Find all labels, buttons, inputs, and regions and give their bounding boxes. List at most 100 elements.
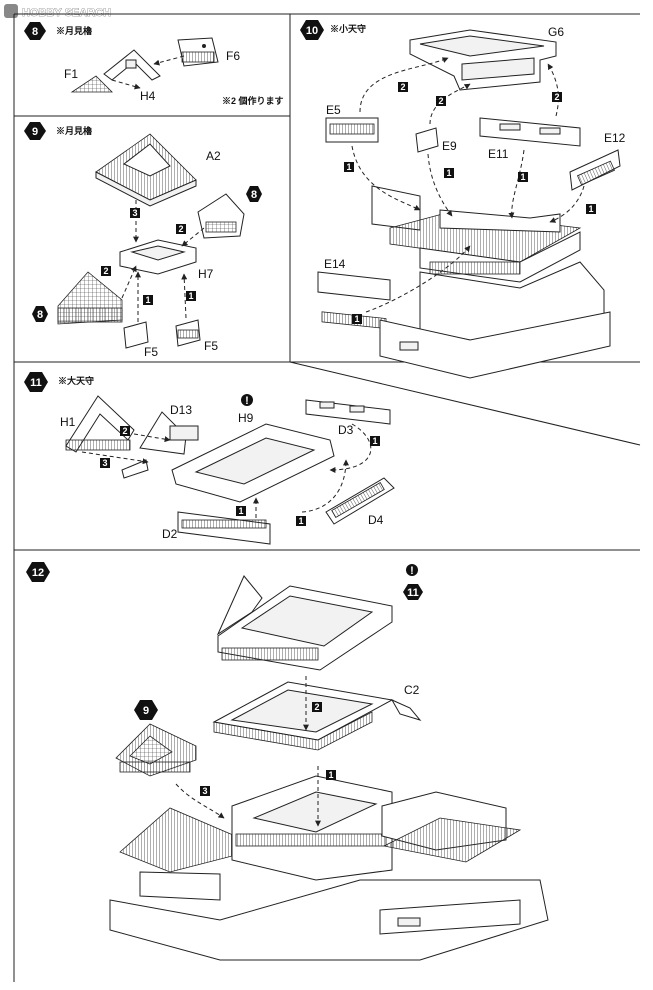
part-h9-frame: ! H9 [171,394,335,503]
svg-text:F1: F1 [64,67,78,81]
step-10-panel: 10 ※小天守 G6 E5 E9 E11 E12 [300,20,626,379]
upper-keep-assembly [216,575,393,671]
step-9-title: ※月見櫓 [56,125,92,136]
svg-text:12: 12 [32,567,44,579]
svg-text:3: 3 [202,786,207,796]
svg-text:2: 2 [103,266,108,276]
svg-text:2: 2 [314,702,319,712]
step-8-note: ※2 個作ります [222,95,284,106]
svg-text:1: 1 [372,436,377,446]
svg-text:11: 11 [407,587,419,599]
step-8-badge: 8 [24,22,46,40]
svg-text:1: 1 [328,770,333,780]
svg-text:D2: D2 [162,527,178,541]
ref-11-marker: ! 11 [403,564,423,600]
svg-text:G6: G6 [548,25,564,39]
part-e9: E9 [415,127,457,153]
svg-text:F5: F5 [144,345,158,359]
part-e12: E12 [569,131,626,191]
svg-text:2: 2 [554,92,559,102]
part-d4: D4 [325,477,395,527]
svg-text:A2: A2 [206,149,221,163]
part-f1: F1 [64,67,113,93]
part-g6: G6 [409,25,564,91]
svg-text:H4: H4 [140,89,156,103]
svg-text:9: 9 [32,126,38,138]
svg-text:E14: E14 [324,257,346,271]
svg-text:3: 3 [102,458,107,468]
part-c2-plate: C2 [212,681,422,751]
svg-text:9: 9 [143,705,149,717]
svg-text:D13: D13 [170,403,192,417]
small-keep-assembly [371,185,611,379]
svg-text:1: 1 [354,314,359,324]
svg-text:1: 1 [346,162,351,172]
svg-text:8: 8 [37,309,43,321]
svg-text:1: 1 [238,506,243,516]
svg-text:F6: F6 [226,49,240,63]
part-d3: D3 [305,399,391,437]
svg-text:1: 1 [588,204,593,214]
svg-text:2: 2 [438,96,443,106]
svg-text:3: 3 [132,208,137,218]
step-8-title: ※月見櫓 [56,25,92,36]
svg-text:C2: C2 [404,683,420,697]
svg-text:E11: E11 [488,147,509,161]
step-11-substeps: 2 3 1 1 1 [100,426,380,526]
step-10-title: ※小天守 [330,23,366,34]
step-10-substeps: 2 2 2 1 1 1 1 1 [344,82,596,324]
part-h4: H4 [103,49,161,103]
svg-text:!: ! [410,565,414,577]
part-f6: F6 [177,37,240,67]
part-h7-frame: H7 [119,239,214,281]
step-11-badge: 11 [24,372,48,392]
step-9-substeps: 1 1 2 2 3 [101,208,196,305]
step-12-badge: 12 [26,562,50,582]
part-d2: D2 [162,511,271,545]
watermark-text: HOBBY SEARCH [22,7,111,19]
svg-text:H1: H1 [60,415,76,429]
svg-text:E9: E9 [442,139,457,153]
part-small-block [121,459,149,479]
ref-8-lower: 8 [32,271,123,325]
svg-text:2: 2 [400,82,405,92]
svg-text:H9: H9 [238,411,254,425]
svg-text:8: 8 [251,189,257,201]
part-d13: D13 [139,403,199,455]
svg-text:1: 1 [145,295,150,305]
step-8-panel: 8 ※月見櫓 F1 H4 F6 ※2 個作ります [24,22,284,106]
step-11-panel: 11 ※大天守 H1 D13 ! H9 D3 D2 [24,372,395,545]
part-a2-roof: A2 [95,133,221,207]
ref-9-turret: 9 [115,700,197,777]
step-9-panel: 9 ※月見櫓 A2 H7 8 8 F5 [24,122,262,359]
svg-text:2: 2 [178,224,183,234]
svg-text:2: 2 [122,426,127,436]
part-f5-right: F5 [175,319,218,353]
svg-text:F5: F5 [204,339,218,353]
panel-dividers [13,13,641,982]
base-castle-assembly [109,775,549,961]
svg-text:D4: D4 [368,513,384,527]
step-12-substeps: 2 1 3 [200,702,336,796]
svg-text:11: 11 [30,377,42,389]
svg-text:1: 1 [188,291,193,301]
svg-text:D3: D3 [338,423,354,437]
svg-text:1: 1 [446,168,451,178]
ref-8-upper: 8 [197,186,262,239]
step-10-badge: 10 [300,20,324,40]
part-h1: H1 [60,395,135,453]
part-e11: E11 [479,117,581,161]
svg-text:!: ! [245,395,249,407]
svg-text:10: 10 [306,25,318,37]
part-e5: E5 [325,103,379,143]
part-f5-left: F5 [123,321,158,359]
step-9-badge: 9 [24,122,46,140]
svg-text:E12: E12 [604,131,626,145]
svg-text:1: 1 [298,516,303,526]
svg-text:H7: H7 [198,267,214,281]
svg-text:8: 8 [32,26,38,38]
step-11-title: ※大天守 [58,375,94,386]
svg-text:E5: E5 [326,103,341,117]
step-12-panel: 12 ! 11 C2 9 [26,562,549,961]
